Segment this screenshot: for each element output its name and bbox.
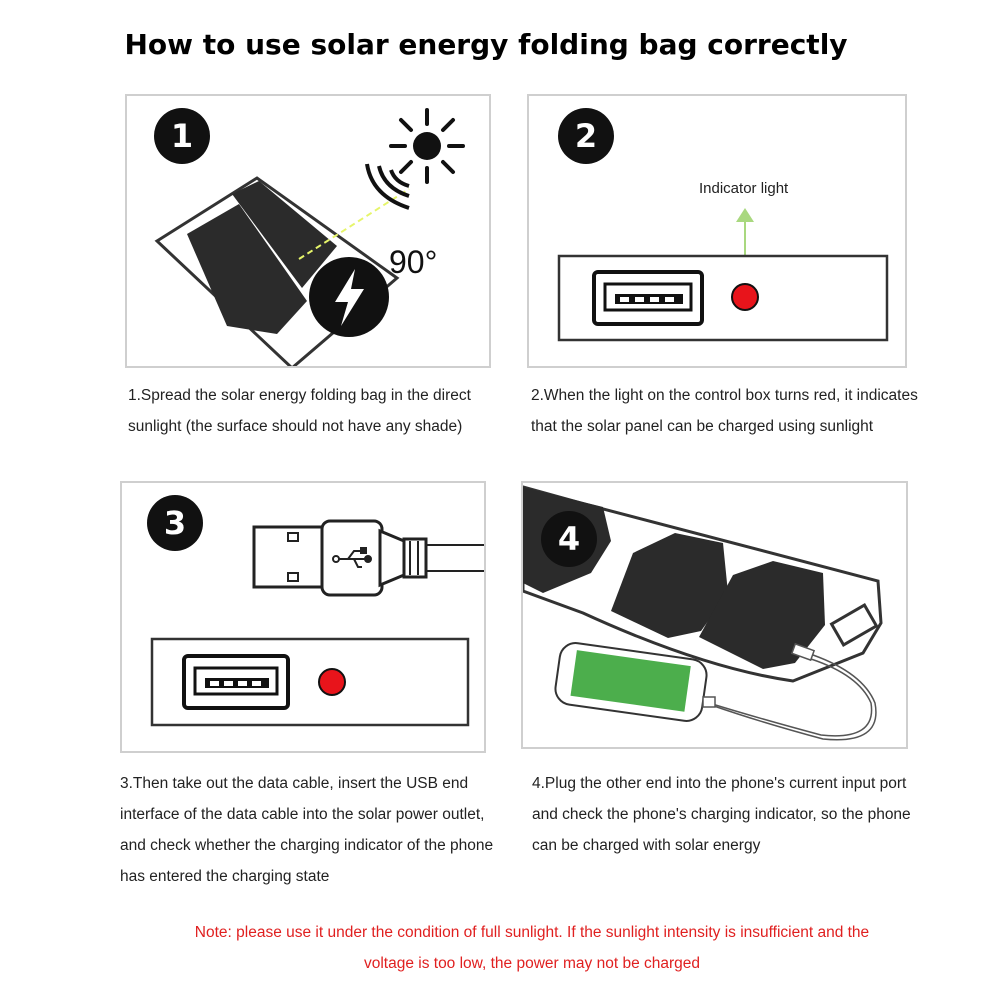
charging-cable <box>702 642 877 741</box>
step-badge-4: 4 <box>541 511 597 567</box>
sun-icon <box>389 108 465 184</box>
step-4-caption: 4.Plug the other end into the phone's cu… <box>532 775 911 854</box>
step-3-panel: 3 <box>120 481 486 753</box>
step-number-1: 1 <box>171 117 193 155</box>
step-number-3: 3 <box>164 504 186 542</box>
step-1-caption: 1.Spread the solar energy folding bag in… <box>128 387 471 435</box>
step-1-panel: 1 90° <box>125 94 491 368</box>
step-2-panel: 2 Indicator light <box>527 94 907 368</box>
step-badge-2: 2 <box>558 108 614 164</box>
step-badge-1: 1 <box>154 108 210 164</box>
signal-waves-icon <box>365 163 410 210</box>
indicator-light <box>731 283 759 311</box>
step-3-caption: 3.Then take out the data cable, insert t… <box>120 775 494 885</box>
step-badge-3: 3 <box>147 495 203 551</box>
indicator-light-label: Indicator light <box>699 180 789 197</box>
sunlight-note: Note: please use it under the condition … <box>194 924 870 972</box>
step-2-caption: 2.When the light on the control box turn… <box>531 387 918 435</box>
lightning-icon <box>309 257 389 337</box>
step-number-2: 2 <box>575 117 597 155</box>
phone-icon <box>554 642 708 722</box>
usb-port-icon <box>592 270 704 326</box>
angle-label: 90° <box>389 244 437 280</box>
usb-port-icon <box>182 654 290 710</box>
step-4-panel: 4 <box>521 481 908 749</box>
page-title: How to use solar energy folding bag corr… <box>124 28 848 61</box>
sun-ray-line <box>298 188 410 260</box>
step-number-4: 4 <box>558 520 580 558</box>
solar-bag-illustration <box>523 485 883 683</box>
usb-plug-icon <box>252 519 484 597</box>
indicator-light <box>318 668 346 696</box>
